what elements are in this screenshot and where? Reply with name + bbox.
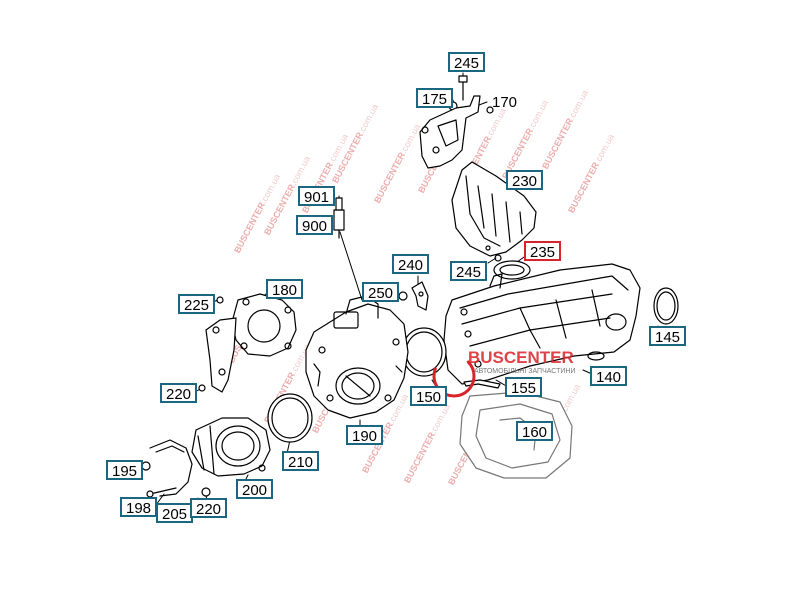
callout-140[interactable]: 140 [590,366,628,386]
gasket-235 [493,260,531,280]
callout-900[interactable]: 900 [296,215,334,235]
watermark-logo [432,354,476,398]
callout-250[interactable]: 250 [362,282,400,302]
callout-220-lower[interactable]: 220 [190,498,228,518]
callout-245[interactable]: 245 [448,52,486,72]
callout-180[interactable]: 180 [266,279,304,299]
callout-210[interactable]: 210 [282,451,320,471]
callout-198[interactable]: 198 [120,497,158,517]
sensor-900 [333,197,345,239]
callout-230[interactable]: 230 [506,170,544,190]
callout-225[interactable]: 225 [178,294,216,314]
callout-170[interactable]: 170 [492,94,518,111]
bolt-220-lower [201,487,211,497]
callout-150[interactable]: 150 [410,386,448,406]
throttle-body-190 [305,295,409,419]
elbow-pipe-200 [191,417,271,477]
callout-205[interactable]: 205 [156,503,194,523]
watermark-brand: BUSCENTER [468,348,574,367]
callout-155[interactable]: 155 [505,377,543,397]
seal-ring-145 [653,287,679,325]
callout-220-upper[interactable]: 220 [160,383,198,403]
callout-195[interactable]: 195 [106,460,144,480]
mount-bracket-225 [198,296,237,393]
callout-901[interactable]: 901 [298,186,336,206]
egr-cooler-140 [443,263,641,385]
seal-150 [401,327,447,377]
callout-245-lower[interactable]: 245 [450,261,488,281]
clamp-195 [141,439,193,497]
callout-160[interactable]: 160 [516,421,554,441]
seal-210 [267,393,313,443]
callout-190[interactable]: 190 [346,425,384,445]
cover-230 [451,161,537,262]
callout-235[interactable]: 235 [524,241,562,261]
callout-145[interactable]: 145 [649,326,687,346]
callout-240[interactable]: 240 [392,254,430,274]
bracket-240 [398,281,429,311]
callout-175[interactable]: 175 [416,88,454,108]
callout-200[interactable]: 200 [236,479,274,499]
watermark-tagline: АВТОМОБІЛЬНІ ЗАПЧАСТИНИ [474,368,576,375]
flange-180 [231,293,297,357]
